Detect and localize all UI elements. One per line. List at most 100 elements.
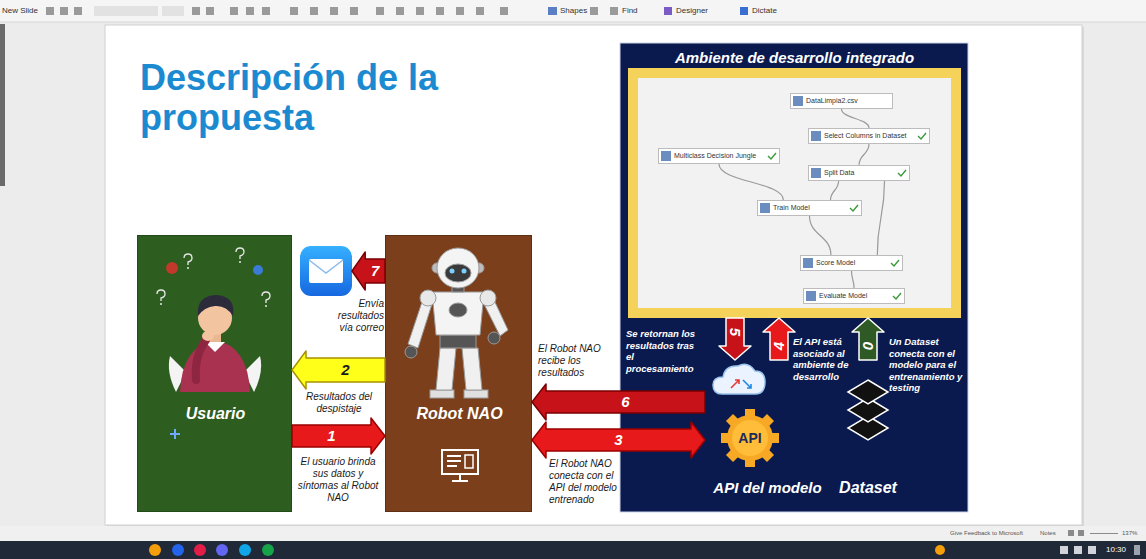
- slide-title: Descripción de la propuesta: [140, 58, 470, 138]
- status-text-holder: 137%: [1122, 529, 1137, 537]
- module-label-holder: Select Columns in Dataset: [824, 129, 906, 143]
- pipeline-wire: [877, 181, 884, 255]
- block-arrow: [292, 351, 385, 389]
- icon-caption: Envía resultados vía correo: [322, 298, 384, 334]
- clock-text-holder: 10:30: [1106, 545, 1126, 555]
- clock-text: 10:30: [1106, 545, 1126, 555]
- pipeline-module: Multiclass Decision Jungle: [658, 148, 780, 164]
- user-panel: Usuario: [137, 235, 292, 512]
- ribbon-edge: [0, 22, 1146, 23]
- pipeline-module: Evaluate Model: [803, 288, 905, 304]
- navy-panel: [620, 43, 968, 512]
- arrow-note: El usuario brinda sus datos y síntomas a…: [293, 456, 383, 504]
- pipeline-wire: [859, 144, 869, 165]
- monitor-icon: [442, 450, 478, 481]
- module-label: Split Data: [824, 166, 854, 180]
- arrow-note-holder: Resultados del despistaje: [296, 391, 382, 415]
- node-title: Dataset: [835, 478, 901, 498]
- mail-icon: [300, 246, 352, 296]
- module-checks: [768, 133, 926, 299]
- icon-caption-holder: Envía resultados vía correo: [322, 298, 384, 334]
- status-text: Notes: [1040, 529, 1056, 537]
- ribbon-text-holder: Shapes: [560, 6, 587, 16]
- module-label: Multiclass Decision Jungle: [674, 149, 756, 163]
- ribbon-text: New Slide: [2, 6, 38, 16]
- pipeline-wire: [831, 181, 839, 200]
- arrow-note: Un Dataset conecta con el modelo para el…: [889, 336, 965, 394]
- module-icons: [661, 96, 821, 301]
- pipeline-module: Select Columns in Dataset: [808, 128, 930, 144]
- block-arrow: [292, 418, 385, 454]
- module-label-holder: DataLimpia2.csv: [806, 94, 858, 108]
- callout-number: 7: [364, 261, 386, 281]
- callout-number-holder: 0: [857, 336, 879, 356]
- pipeline-module: Train Model: [757, 200, 862, 216]
- taskbar-icons: [149, 544, 1140, 556]
- module-label-holder: Multiclass Decision Jungle: [674, 149, 756, 163]
- callout-number-holder: 4: [768, 336, 790, 356]
- module-label: Score Model: [816, 256, 855, 270]
- panel-title: Usuario: [138, 404, 293, 424]
- callout-number: 5: [725, 321, 745, 343]
- ribbon-text-holder: Designer: [676, 6, 708, 16]
- arrow-note-holder: Se retornan los resultados tras el proce…: [626, 328, 702, 374]
- status-bar: [0, 526, 1146, 541]
- callout-number: 4: [769, 335, 789, 357]
- block-arrow: [352, 252, 385, 290]
- arrow-note-holder: El Robot NAO conecta con el API del mode…: [549, 458, 619, 506]
- robot-panel: Robot NAO: [385, 235, 532, 512]
- arrow-note: El Robot NAO conecta con el API del mode…: [549, 458, 619, 506]
- pipeline-wire: [842, 109, 870, 128]
- panel-title-holder: Ambiente de desarrollo integrado: [628, 49, 961, 67]
- panel-title: Ambiente de desarrollo integrado: [628, 49, 961, 67]
- taskbar: [0, 541, 1146, 559]
- callout-number-holder: 7: [364, 261, 386, 281]
- ribbon-text: Designer: [676, 6, 708, 16]
- ide-frame: Ambiente de desarrollo integradoDataLimp…: [628, 46, 961, 318]
- module-label-holder: Score Model: [816, 256, 855, 270]
- ribbon-text: Find: [622, 6, 638, 16]
- status-text: 137%: [1122, 529, 1137, 537]
- pipeline-module: Score Model: [800, 255, 903, 271]
- callout-number-holder: 1: [321, 426, 343, 446]
- arrow-note: El API está asociado al ambiente de desa…: [793, 336, 853, 382]
- icon-text: API: [730, 430, 770, 446]
- ribbon-bar: [0, 0, 1146, 22]
- panel-title: Robot NAO: [386, 404, 533, 424]
- callout-number: 3: [608, 430, 630, 450]
- arrow-note-holder: Un Dataset conecta con el modelo para el…: [889, 336, 965, 394]
- arrow-note-holder: El Robot NAO recibe los resultados: [538, 343, 616, 379]
- cloud-icon: [713, 364, 765, 394]
- scroll-thumb: [0, 24, 5, 186]
- node-title: API del modelo: [705, 478, 830, 498]
- callout-number: 1: [321, 426, 343, 446]
- module-label-holder: Evaluate Model: [819, 289, 867, 303]
- status-icons: [1068, 530, 1118, 536]
- slide-title-holder: Descripción de la propuesta: [140, 58, 470, 138]
- callout-number-holder: 6: [615, 392, 637, 412]
- icon-text-holder: API: [730, 430, 770, 446]
- arrow-note-holder: El usuario brinda sus datos y síntomas a…: [293, 456, 383, 504]
- pipeline-wire: [719, 164, 783, 200]
- ribbon-text: Shapes: [560, 6, 587, 16]
- ribbon-text: Dictate: [752, 6, 777, 16]
- module-label-holder: Train Model: [773, 201, 810, 215]
- pipeline-wire: [810, 216, 831, 255]
- callout-number: 2: [335, 360, 357, 380]
- dataset-icon: [848, 380, 888, 440]
- user-figure: [157, 248, 270, 439]
- panel-title-holder: Robot NAO: [386, 404, 533, 424]
- gear-icon: [721, 409, 779, 467]
- module-label-holder: Split Data: [824, 166, 854, 180]
- status-text-holder: Notes: [1040, 529, 1056, 537]
- module-label: Train Model: [773, 201, 810, 215]
- arrow-note: Se retornan los resultados tras el proce…: [626, 328, 702, 374]
- module-label: DataLimpia2.csv: [806, 94, 858, 108]
- block-arrow: [532, 384, 705, 420]
- status-text: Give Feedback to Microsoft: [950, 529, 1023, 537]
- mail-node: Envía resultados vía correo: [300, 246, 352, 296]
- arrow-note-holder: El API está asociado al ambiente de desa…: [793, 336, 853, 382]
- robot-figure: [405, 248, 508, 398]
